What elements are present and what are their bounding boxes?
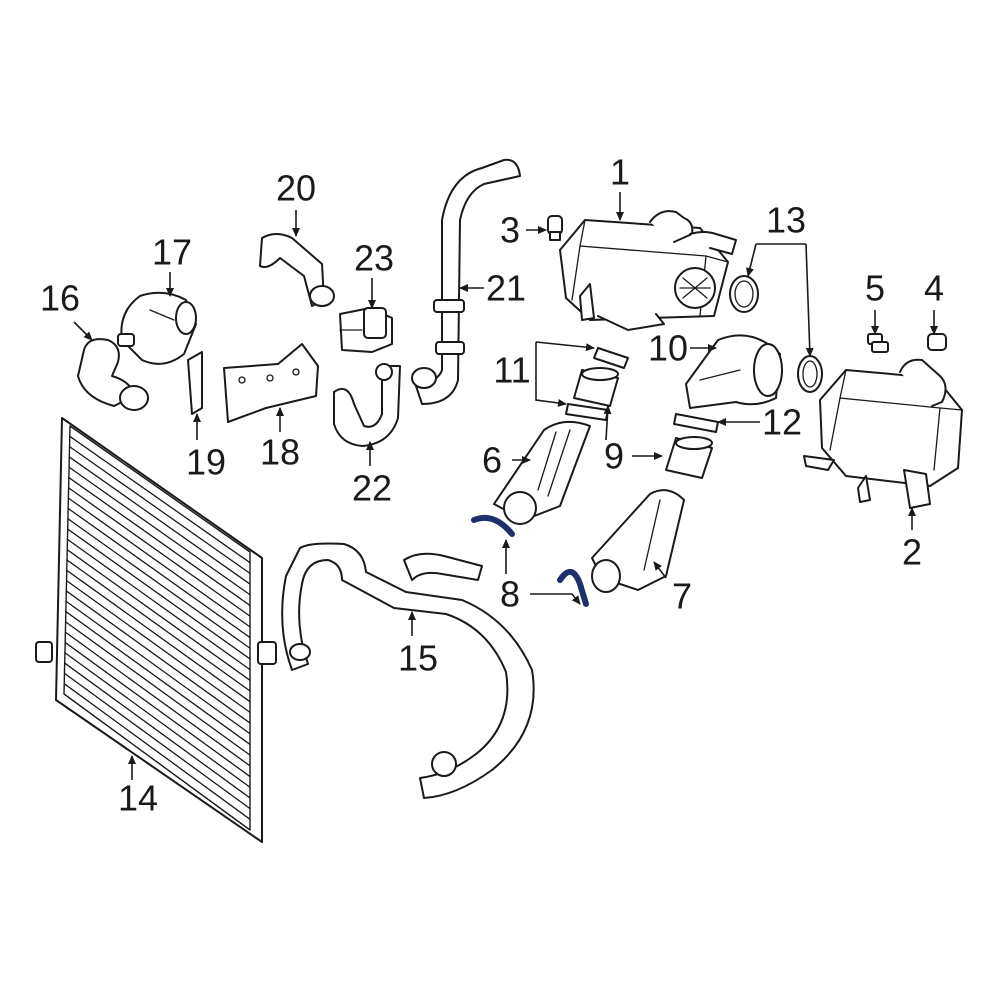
leader-lines <box>73 192 938 780</box>
clamp-part-11-upper <box>593 347 629 369</box>
clamp-part-11-lower <box>565 403 609 421</box>
hose-part-20 <box>259 233 335 307</box>
coolant-hose-part-15 <box>281 542 535 799</box>
radiator-fin <box>67 507 251 639</box>
radiator-fin <box>63 672 251 810</box>
hose-part-16 <box>77 338 149 411</box>
hose-part-22 <box>333 363 401 447</box>
callout-19: 19 <box>186 442 226 483</box>
callout-20: 20 <box>276 168 316 209</box>
radiator-fin <box>66 549 251 681</box>
radiator-fin <box>69 435 251 564</box>
hose-part-21 <box>411 158 521 405</box>
callout-13: 13 <box>766 200 806 241</box>
radiator-fin <box>67 497 251 628</box>
callout-2: 2 <box>902 532 922 573</box>
radiator-fin <box>64 641 251 778</box>
bracket-part-19 <box>187 351 203 415</box>
callout-12: 12 <box>762 402 802 443</box>
clamp-part-12 <box>673 413 719 433</box>
radiator-fin <box>68 456 251 585</box>
callout-23: 23 <box>354 238 394 279</box>
intercooler-part-1 <box>559 210 737 331</box>
intercooler-part-2 <box>803 358 963 509</box>
radiator-fin <box>64 652 251 788</box>
callout-7: 7 <box>672 576 692 617</box>
radiator-fin <box>68 476 251 607</box>
radiator-fin <box>66 569 251 703</box>
radiator-fin <box>67 487 251 617</box>
callout-3: 3 <box>500 210 520 251</box>
callout-1: 1 <box>610 152 630 193</box>
radiator-fin <box>67 518 251 649</box>
callout-11: 11 <box>493 350 530 391</box>
radiator-fin <box>68 466 251 596</box>
radiator-fin <box>65 579 251 714</box>
callout-5: 5 <box>865 268 885 309</box>
elbow-duct-part-10 <box>685 334 783 409</box>
duct-part-6 <box>493 420 591 525</box>
callout-10: 10 <box>648 328 688 369</box>
callout-15: 15 <box>398 638 438 679</box>
callout-8: 8 <box>500 574 520 615</box>
radiator-fin <box>64 662 251 799</box>
radiator-fin <box>63 683 251 820</box>
radiator-part-14 <box>35 417 277 843</box>
water-pump-part-17 <box>117 291 197 365</box>
callout-18: 18 <box>260 432 300 473</box>
radiator-fin <box>65 610 251 746</box>
sleeve-part-9-right <box>665 436 713 479</box>
cap-part-4 <box>927 333 947 351</box>
radiator-fin <box>64 631 251 767</box>
callout-4: 4 <box>924 268 944 309</box>
radiator-fin <box>64 621 251 756</box>
valve-part-23 <box>339 307 393 353</box>
radiator-fin <box>65 600 251 735</box>
clamp-ring-part-13-left <box>729 275 759 313</box>
clamp-ring-part-13-right <box>797 355 823 393</box>
radiator-fin <box>66 559 251 692</box>
bracket-part-18 <box>223 343 319 423</box>
radiator-fin <box>66 538 251 671</box>
callout-22: 22 <box>352 468 392 509</box>
callout-6: 6 <box>482 440 502 481</box>
gasket-part-8-upper <box>471 514 515 537</box>
callout-9: 9 <box>604 436 624 477</box>
bolt-part-5 <box>867 333 889 353</box>
callout-14: 14 <box>118 778 158 819</box>
callout-labels: 1 2 3 4 5 6 7 8 9 10 11 12 13 14 15 16 1… <box>40 152 944 819</box>
duct-part-7 <box>591 489 685 593</box>
sensor-part-3 <box>547 215 563 241</box>
callout-21: 21 <box>486 268 526 309</box>
callout-16: 16 <box>40 278 80 319</box>
callout-17: 17 <box>152 232 192 273</box>
radiator-fin <box>68 445 251 575</box>
sleeve-part-9-left <box>573 367 619 407</box>
radiator-fin <box>65 590 251 724</box>
radiator-fin <box>67 528 251 660</box>
gasket-part-8-lower <box>557 569 589 607</box>
